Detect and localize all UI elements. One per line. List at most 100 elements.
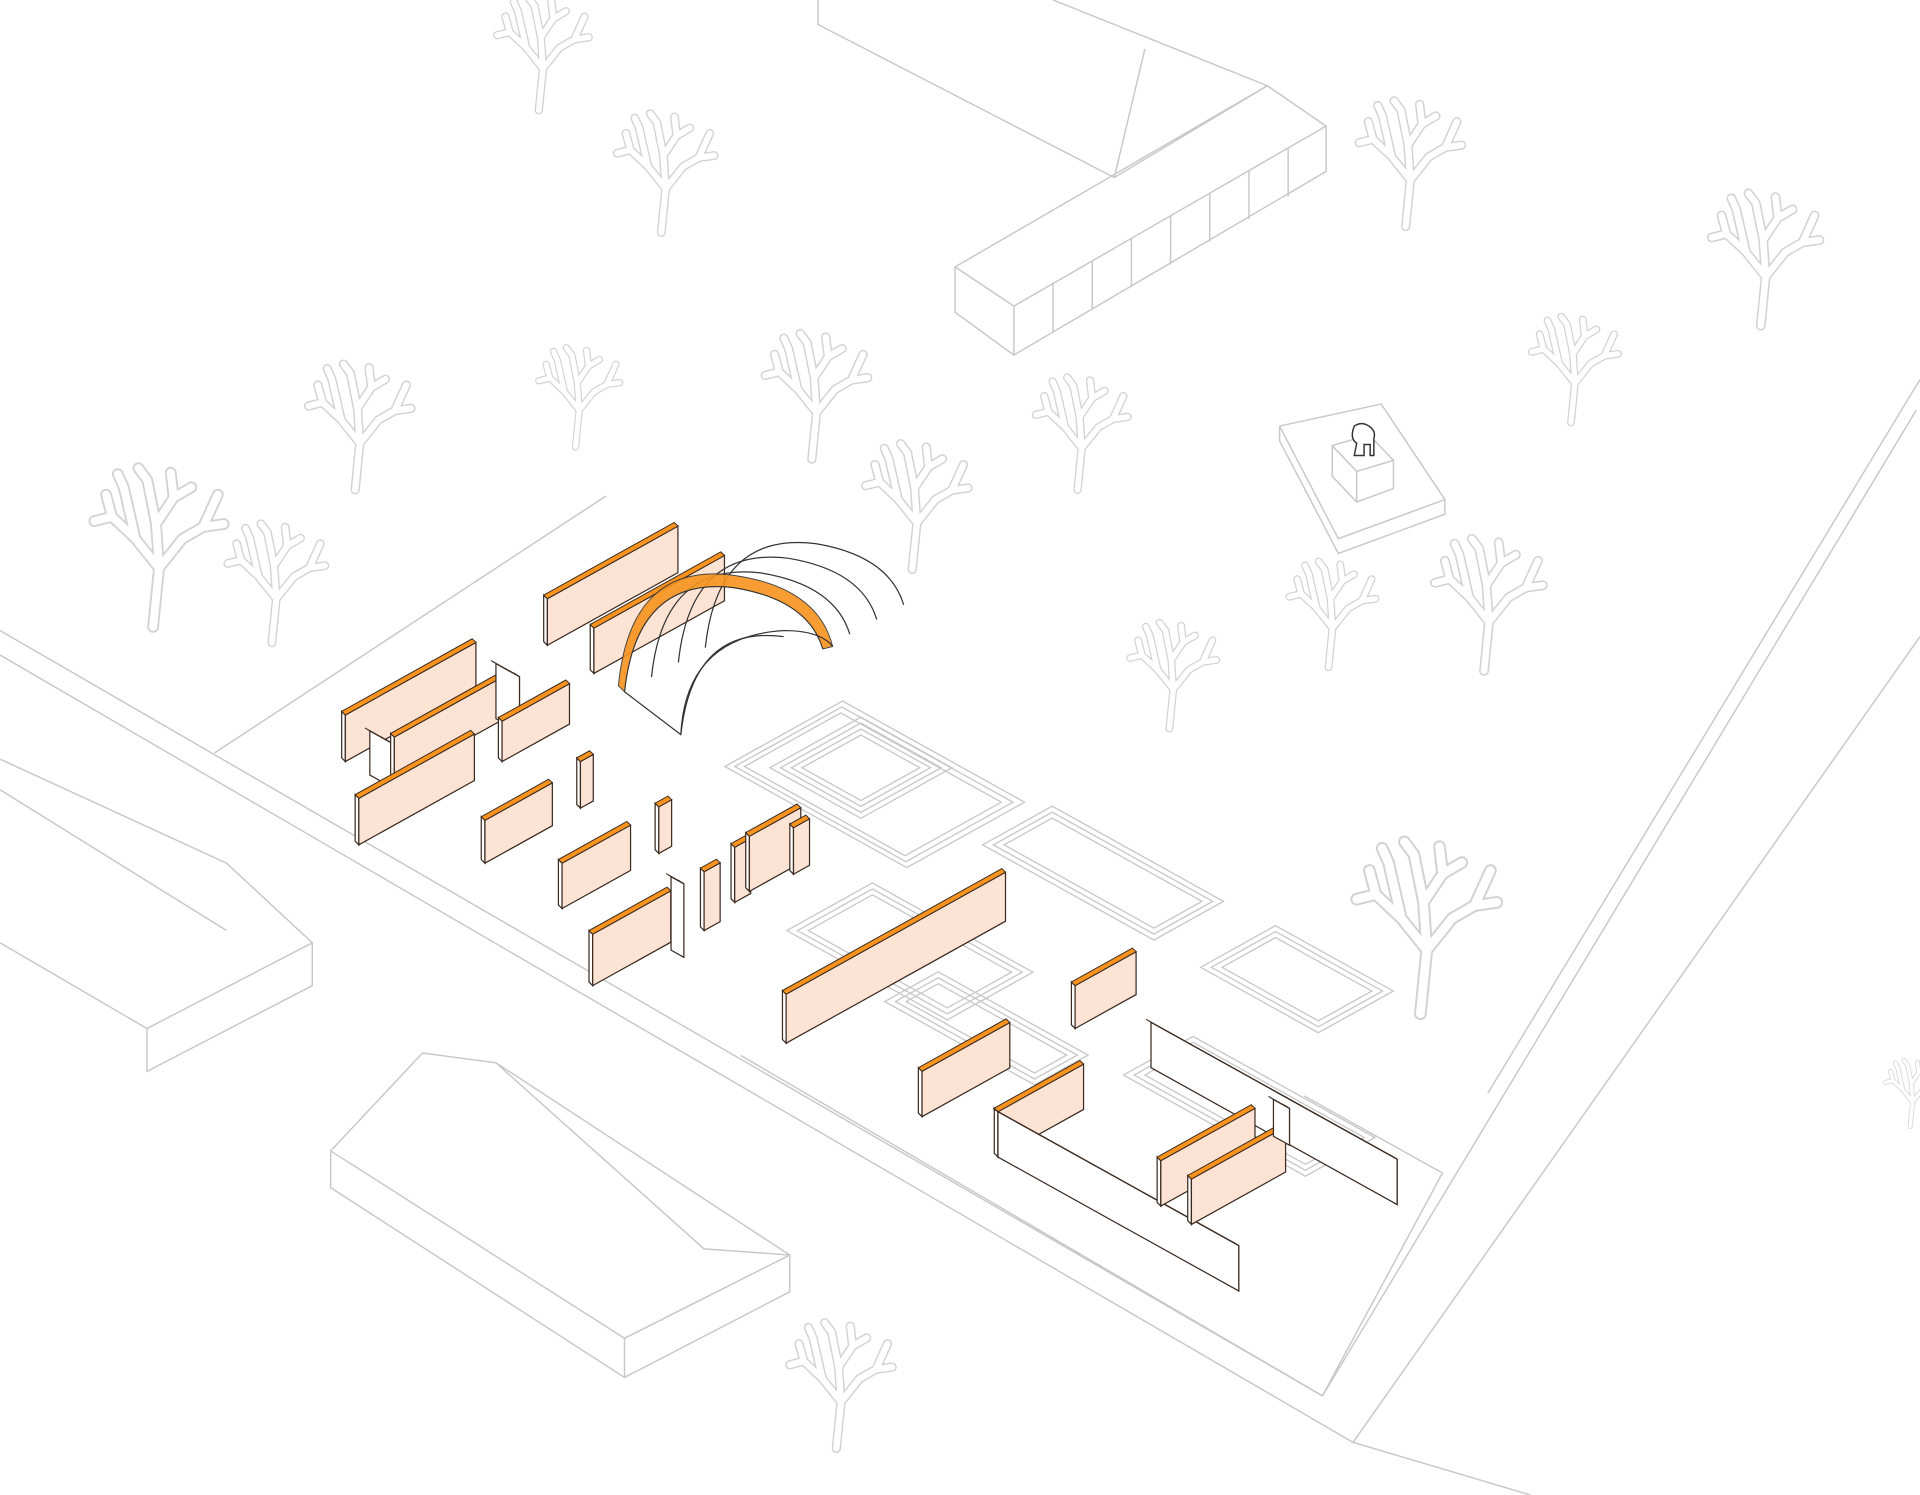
building-top-roof xyxy=(817,0,1269,179)
tree-fill xyxy=(786,1319,896,1452)
building-bottom-ridge xyxy=(495,1062,790,1256)
wall-front-face xyxy=(579,753,594,810)
wall-top xyxy=(654,795,673,808)
arch-rib xyxy=(677,556,878,663)
building-bar-base xyxy=(954,126,1327,356)
maze-rect-mid xyxy=(1002,817,1204,929)
building-left-ridge xyxy=(0,789,227,932)
wall-top xyxy=(1145,1018,1398,1160)
wall-front-face xyxy=(703,861,721,932)
maze-band-right xyxy=(1209,930,1384,1028)
wall-front-face xyxy=(921,1021,1011,1118)
arch-rib xyxy=(650,571,851,678)
wall-top xyxy=(665,873,685,885)
wall-top xyxy=(588,886,672,935)
wall-top xyxy=(480,778,554,821)
wall-top xyxy=(699,858,721,873)
wall xyxy=(364,727,392,789)
tree-icon xyxy=(760,328,873,464)
maze-rect-lower xyxy=(806,894,1013,1009)
wall xyxy=(1268,1096,1291,1147)
plaza-edge xyxy=(213,495,607,754)
building-bottom-roof xyxy=(330,1052,792,1340)
maze-rect-mid xyxy=(981,805,1225,941)
tree-fill xyxy=(614,110,718,236)
tree-icon xyxy=(1031,373,1132,494)
maze-outer xyxy=(743,712,1003,857)
tree-fill xyxy=(762,330,871,463)
wall-top xyxy=(993,1059,1085,1113)
building-bottom-base xyxy=(329,1150,791,1379)
tree-fill xyxy=(1708,190,1823,330)
wall-top xyxy=(1156,1104,1256,1162)
wall xyxy=(744,803,802,893)
maze-outer xyxy=(723,700,1026,869)
wall-top xyxy=(354,729,476,799)
arch-front-rib xyxy=(680,629,834,735)
tree-fill xyxy=(1127,620,1220,732)
tree-icon xyxy=(612,109,719,238)
tree-icon xyxy=(1706,188,1825,331)
wall-top xyxy=(781,867,1007,995)
wall-front-face xyxy=(658,798,673,855)
tree-fill xyxy=(494,0,592,114)
tree-icon xyxy=(1430,533,1548,676)
tree-fill xyxy=(1529,313,1621,426)
tree-icon xyxy=(785,1318,897,1454)
wall xyxy=(340,638,477,764)
tree-icon xyxy=(535,344,624,451)
building-left-roof xyxy=(0,758,314,1030)
wall-front-face xyxy=(592,889,672,987)
wall xyxy=(1070,947,1137,1030)
wall-front-face xyxy=(792,817,811,876)
horse-sculpture-icon xyxy=(1351,422,1376,457)
tree-fill xyxy=(1431,535,1547,675)
tree-fill xyxy=(305,360,415,493)
wall-front-face xyxy=(670,875,685,959)
tree-icon xyxy=(1350,835,1504,1021)
tree-fill xyxy=(536,345,623,450)
wall xyxy=(992,1108,1240,1293)
wall xyxy=(917,1018,1011,1119)
maze-band-right xyxy=(1199,924,1395,1034)
wall-top xyxy=(557,820,632,864)
wall xyxy=(699,858,721,933)
wall-top xyxy=(917,1018,1011,1072)
road-edge-right xyxy=(1487,379,1920,1094)
arch-end xyxy=(624,634,784,736)
wall xyxy=(588,886,672,988)
tree-fill xyxy=(1355,97,1465,230)
wall-top xyxy=(340,638,477,716)
tree-fill xyxy=(1286,558,1379,670)
maze-band-right xyxy=(1220,936,1374,1022)
wall-front-face xyxy=(484,781,553,865)
maze-square-center xyxy=(779,722,943,814)
wall-top xyxy=(1268,1096,1290,1109)
wall xyxy=(575,750,595,810)
wall xyxy=(354,729,476,847)
tree-icon xyxy=(493,0,593,115)
trees xyxy=(88,0,1920,1454)
maze-rect-lower xyxy=(796,888,1024,1015)
tree-icon xyxy=(1126,618,1221,733)
maze-outer xyxy=(733,706,1015,863)
sculpture-plinth-edge xyxy=(1278,426,1446,555)
wall xyxy=(557,820,632,910)
wall xyxy=(781,867,1007,1045)
maze-rect-lower xyxy=(785,882,1035,1021)
tree-fill xyxy=(224,520,328,646)
wall-top xyxy=(490,660,520,678)
arch-rib xyxy=(704,541,905,648)
tree-icon xyxy=(223,519,330,648)
tree-icon xyxy=(1285,557,1380,672)
tree-icon xyxy=(1883,1057,1920,1129)
tree-fill xyxy=(1033,374,1131,493)
wall-top xyxy=(542,521,679,600)
building-bar xyxy=(953,85,1328,307)
wall-top xyxy=(497,679,571,722)
tree-icon xyxy=(1527,312,1622,427)
maze-rect-mid xyxy=(991,811,1215,935)
